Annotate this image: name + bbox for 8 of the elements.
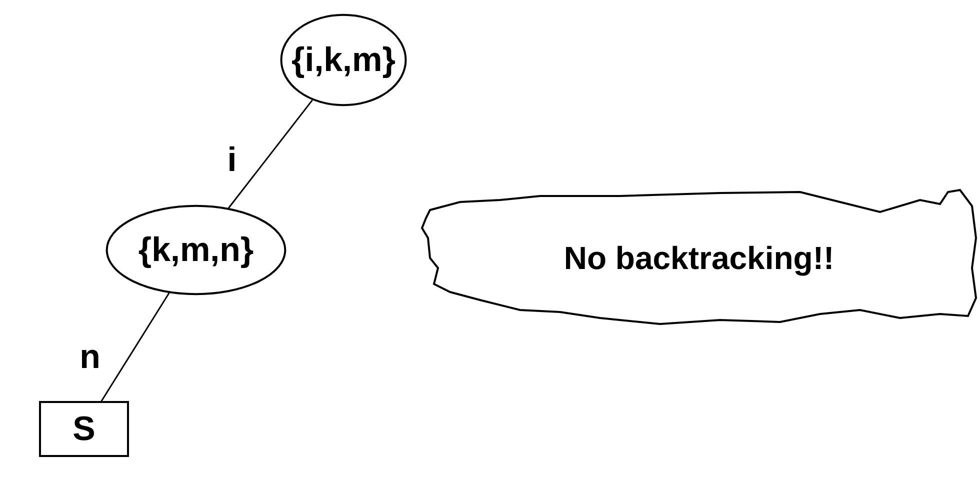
- connector-line: [228, 100, 313, 208]
- connector-line: [100, 292, 170, 402]
- edge-label: n: [80, 340, 100, 374]
- node-label: {k,m,n}: [138, 230, 254, 270]
- node-label: {i,k,m}: [292, 40, 396, 80]
- node-label: No backtracking!!: [564, 240, 834, 276]
- edge-label: i: [227, 143, 237, 177]
- node-label: S: [72, 410, 96, 448]
